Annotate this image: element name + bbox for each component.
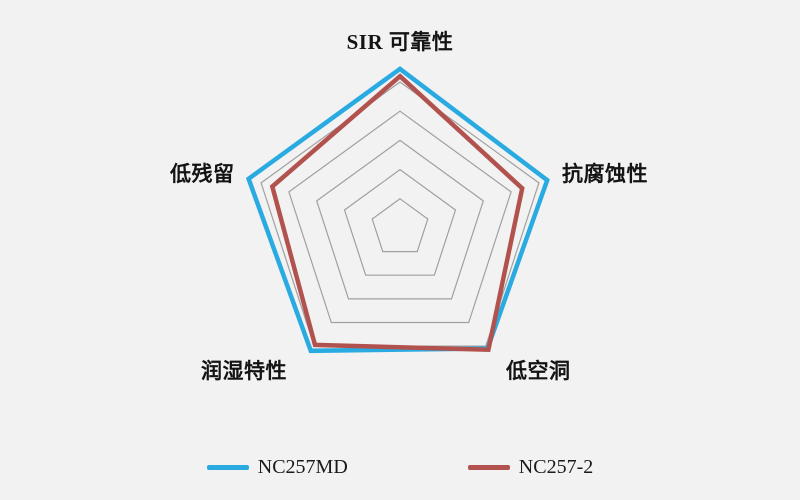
legend-swatch-nc257md xyxy=(206,465,249,470)
grid-ring xyxy=(371,198,429,253)
axis-label-low-voiding: 低空洞 xyxy=(506,359,571,383)
series-polygon-nc257-2 xyxy=(269,73,525,353)
radar-chart xyxy=(245,66,550,354)
axis-label-wetting: 润湿特性 xyxy=(201,359,287,383)
legend-swatch-nc257-2 xyxy=(467,465,510,470)
axis-label-sir-reliability: SIR 可靠性 xyxy=(346,30,454,54)
grid-ring xyxy=(288,110,512,324)
legend-label-nc257-2: NC257-2 xyxy=(518,456,594,478)
legend-item-nc257-2: NC257-2 xyxy=(467,456,594,479)
series-polygon-nc257md xyxy=(245,66,550,354)
axis-label-low-residue: 低残留 xyxy=(170,162,235,186)
legend-item-nc257md: NC257MD xyxy=(206,456,348,479)
legend: NC257MD NC257-2 xyxy=(0,456,800,479)
grid-ring xyxy=(343,168,457,276)
legend-label-nc257md: NC257MD xyxy=(257,456,348,478)
axis-label-corrosion-resistance: 抗腐蚀性 xyxy=(562,162,648,186)
grid-ring xyxy=(315,139,485,300)
